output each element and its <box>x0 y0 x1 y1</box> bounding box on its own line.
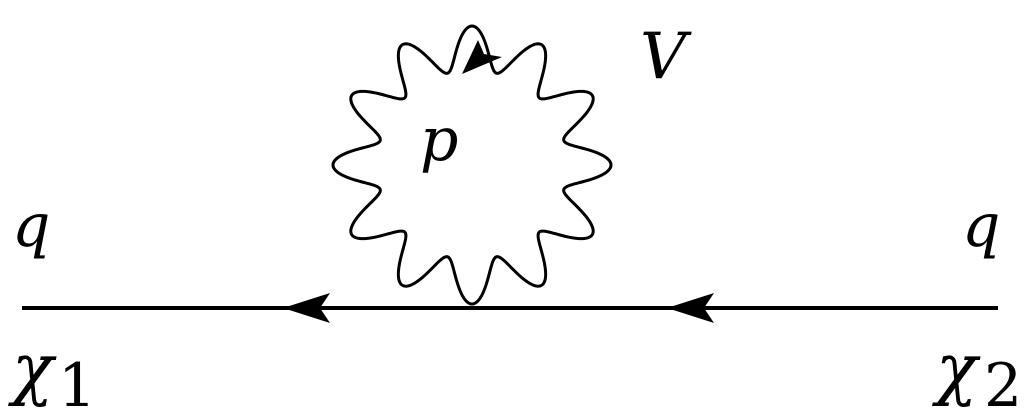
label-right-particle: χ <box>932 330 981 409</box>
label-left-particle-index: 1 <box>58 351 96 417</box>
loop-arrow <box>462 40 502 74</box>
label-boson: V <box>640 20 692 94</box>
label-right-particle-index: 2 <box>984 351 1022 417</box>
label-right-momentum: q <box>962 191 1000 261</box>
label-loop-momentum: p <box>420 105 458 175</box>
label-left-momentum: q <box>12 191 50 261</box>
fermion-arrow-left <box>283 293 330 323</box>
label-left-particle: χ <box>8 330 57 409</box>
fermion-arrow-right <box>667 293 714 323</box>
boson-loop <box>331 24 613 306</box>
